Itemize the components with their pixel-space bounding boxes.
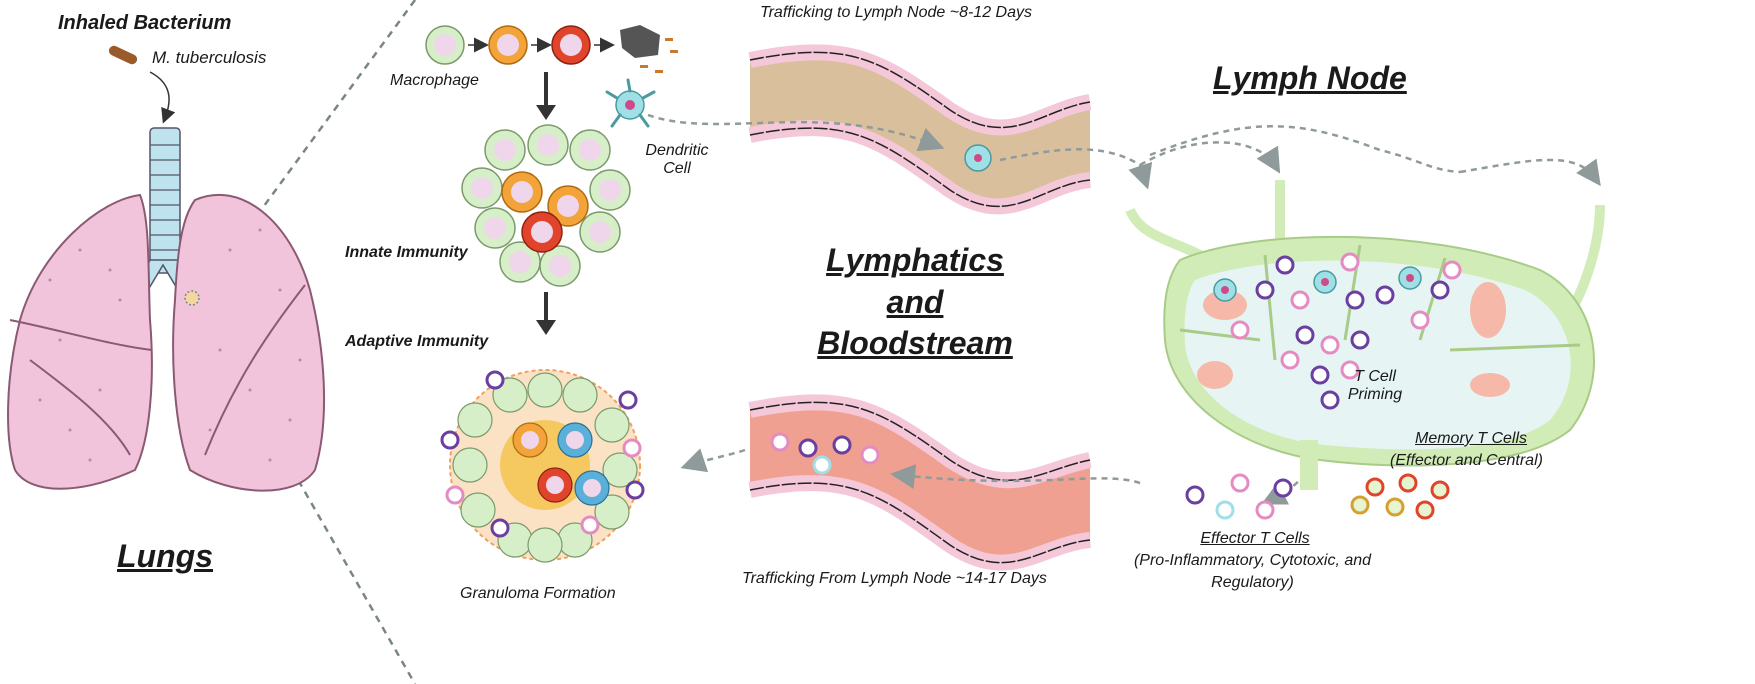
left-lung	[172, 194, 326, 492]
right-lung	[7, 193, 153, 490]
lungs-title: Lungs	[117, 538, 213, 574]
lymphatics-title-line1: Lymphatics	[826, 242, 1004, 278]
memory-t-cells-label: Memory T Cells	[1415, 430, 1528, 447]
dead-macrophage	[620, 25, 660, 58]
innate-immunity-label: Innate Immunity	[345, 244, 468, 261]
effector-t-cells	[1185, 473, 1293, 520]
lymph-node	[1125, 180, 1605, 490]
bacterium-icon	[108, 45, 138, 65]
granuloma	[440, 369, 645, 563]
granuloma-formation-label: Granuloma Formation	[460, 585, 616, 602]
blood-vessel	[748, 394, 1092, 571]
trafficking-to-label: Trafficking to Lymph Node ~8-12 Days	[760, 4, 1032, 21]
cell-migration-arrows	[647, 113, 1601, 505]
adaptive-immunity-label: Adaptive Immunity	[345, 333, 489, 350]
effector-t-cells-sub1: (Pro-Inflammatory, Cytotoxic, and	[1133, 552, 1372, 569]
lymphatics-bloodstream-title: Lymphatics and Bloodstream	[815, 240, 1015, 365]
effector-t-cells-label: Effector T Cells	[1200, 530, 1310, 547]
dendritic-cell-label-line1: Dendritic	[645, 142, 709, 159]
t-cell-priming-label: T Cell Priming	[1330, 368, 1420, 405]
zoom-line-top	[193, 0, 417, 301]
lungs-illustration	[7, 45, 326, 492]
infection-site	[184, 290, 200, 306]
lymphatics-title-line2: and	[886, 283, 944, 320]
lymphatic-vessel	[748, 44, 1092, 215]
trafficking-from-label: Trafficking From Lymph Node ~14-17 Days	[742, 570, 1047, 587]
dendritic-cell-label-line2: Cell	[663, 160, 691, 178]
lymph-node-title: Lymph Node	[1213, 60, 1407, 96]
dendritic-cell-label: Dendritic Cell	[632, 142, 722, 179]
zoom-line-bottom	[193, 299, 417, 684]
trachea	[149, 127, 181, 274]
memory-t-cells	[1350, 473, 1450, 520]
macrophage-label: Macrophage	[390, 72, 479, 89]
effector-t-cells-sub2: Regulatory)	[1211, 574, 1294, 591]
inhalation-arrow	[149, 71, 176, 124]
innate-immunity-cluster	[461, 124, 631, 287]
lymphatics-title-line3: Bloodstream	[817, 325, 1013, 362]
m-tuberculosis-label: M. tuberculosis	[152, 48, 267, 67]
macrophage-sequence	[425, 25, 678, 335]
dendritic-cell	[605, 78, 656, 128]
memory-t-cells-sub: (Effector and Central)	[1390, 452, 1543, 469]
t-cell-priming-line1: T Cell	[1354, 368, 1396, 385]
inhaled-bacterium-label: Inhaled Bacterium	[58, 12, 232, 34]
t-cell-priming-line2: Priming	[1347, 386, 1403, 404]
